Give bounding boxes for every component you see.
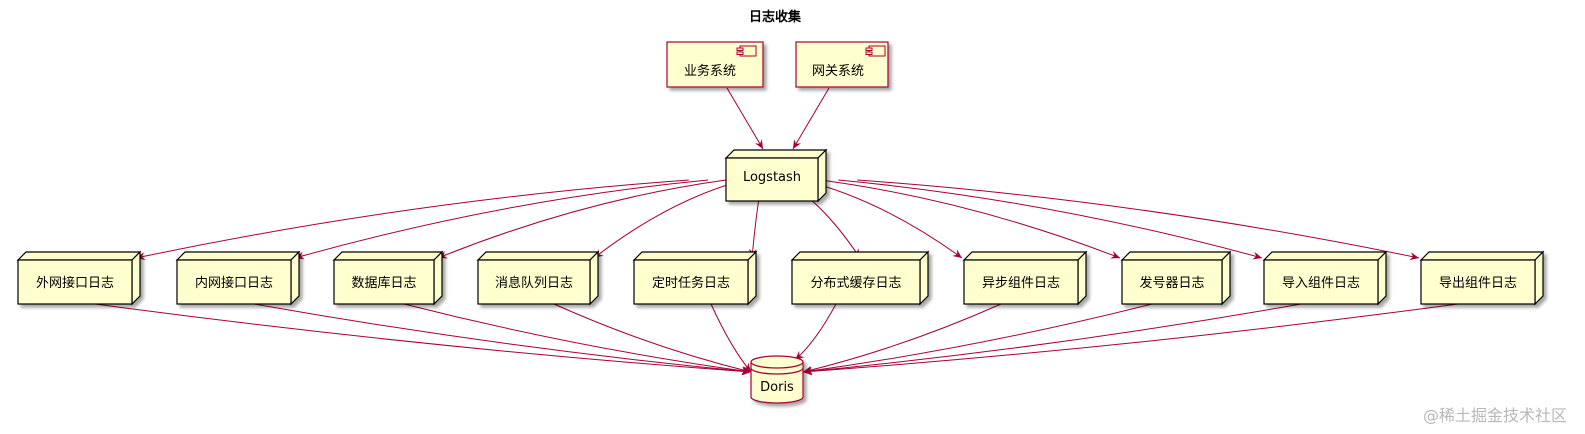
edge-biz-logstash (726, 87, 764, 150)
edge-logstash-l9 (838, 179, 1263, 260)
node-l4 (476, 250, 600, 306)
edge-l8-doris (802, 303, 1153, 375)
node-l9-label: 导入组件日志 (1282, 276, 1360, 291)
node-l2-label: 内网接口日志 (195, 275, 273, 291)
node-l9 (1262, 250, 1388, 306)
node-l4-label: 消息队列日志 (495, 275, 573, 291)
node-logstash-label: Logstash (743, 170, 801, 185)
component-icon (736, 45, 757, 57)
edge-gateway-logstash (792, 87, 830, 150)
node-l8-label: 发号器日志 (1139, 275, 1204, 291)
node-l1 (16, 250, 142, 306)
component-biz (666, 41, 764, 88)
node-l10 (1419, 250, 1545, 306)
component-icon (865, 45, 886, 57)
edge-logstash-l2 (294, 179, 708, 260)
edge-l2-doris (253, 303, 752, 376)
component-gateway (795, 41, 889, 88)
component-gateway-label: 网关系统 (812, 64, 864, 79)
edge-l1-doris (94, 303, 752, 376)
edge-l5-doris (710, 303, 752, 373)
edge-l3-doris (403, 303, 752, 375)
watermark: @稀土掘金技术社区 (1422, 406, 1567, 425)
edge-logstash-l1 (135, 179, 689, 261)
edge-l4-doris (553, 303, 752, 374)
node-l7 (962, 250, 1088, 306)
database-doris-label: Doris (760, 380, 794, 395)
node-l5-label: 定时任务日志 (652, 275, 730, 291)
node-l10-label: 导出组件日志 (1439, 276, 1517, 291)
node-l7-label: 异步组件日志 (982, 276, 1060, 291)
node-l2 (175, 250, 301, 306)
edge-l10-doris (802, 303, 1459, 376)
database-doris (750, 355, 804, 404)
node-l6-label: 分布式缓存日志 (810, 276, 901, 291)
node-l8 (1120, 250, 1232, 306)
edge-logstash-l8 (820, 179, 1121, 259)
edge-l7-doris (802, 303, 1002, 374)
edge-logstash-l3 (437, 179, 726, 259)
node-l3-label: 数据库日志 (351, 275, 416, 291)
edges (94, 87, 1459, 376)
diagram-title: 日志收集 (749, 9, 802, 25)
log-nodes: 外网接口日志 内网接口日志 数据库日志 消息队列日志 定时任务日志 分布式缓存日志 异步组件… (16, 250, 1545, 306)
component-biz-label: 业务系统 (684, 63, 736, 79)
edge-logstash-l4 (593, 179, 745, 259)
node-l3 (332, 250, 444, 306)
edge-l9-doris (802, 303, 1302, 376)
edge-logstash-l10 (857, 179, 1420, 261)
node-l1-label: 外网接口日志 (36, 275, 114, 291)
node-l6 (790, 250, 930, 306)
node-logstash (724, 148, 828, 203)
edge-l6-doris (794, 303, 837, 361)
node-l5 (632, 250, 758, 306)
